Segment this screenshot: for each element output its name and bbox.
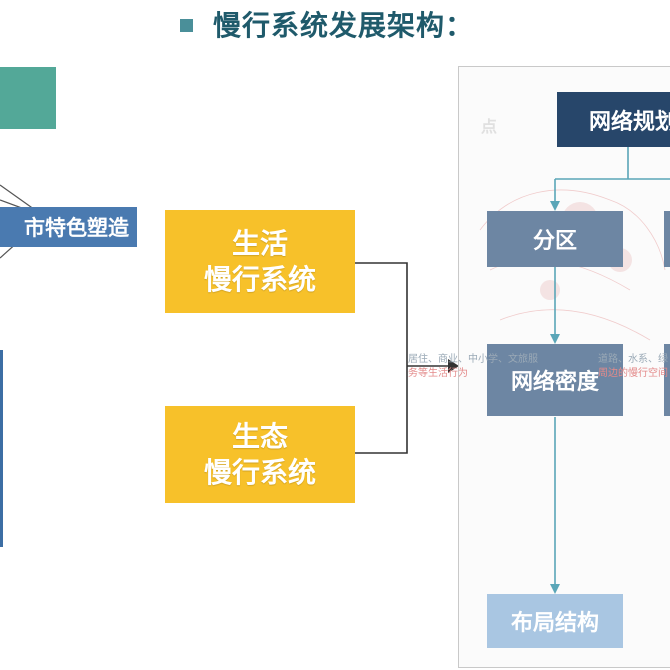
faint-note-right-2: 周边的慢行空间 [598, 368, 668, 379]
left-frame-edge [0, 350, 3, 547]
title-bar: 慢行系统发展架构： [180, 4, 474, 44]
network-density-label: 网络密度 [510, 370, 599, 395]
arrow-right-icon [448, 359, 459, 373]
life-slow-traffic-box: 生活 慢行系统 [165, 210, 355, 313]
teal-block [0, 67, 56, 129]
panel-connectors [550, 147, 670, 594]
life-line1: 生活 [231, 226, 288, 260]
eco-line2: 慢行系统 [203, 455, 316, 489]
faint-note-left-2: 务等生活行为 [408, 368, 468, 379]
title-bullet-icon [180, 18, 193, 32]
faint-note-left-1: 居住、商业、中小学、文旅服 [408, 354, 538, 365]
network-planning-box: 网络规划 [557, 92, 670, 147]
page-title: 慢行系统发展架构： [213, 9, 475, 42]
zoning-box-right [664, 211, 670, 267]
network-planning-label: 网络规划 [589, 109, 670, 135]
layout-structure-label: 布局结构 [510, 611, 599, 636]
life-line2: 慢行系统 [203, 262, 316, 296]
faint-note-right-1: 道路、水系、绿 [598, 354, 668, 365]
eco-line1: 生态 [231, 419, 288, 453]
city-feature-label: 市特色塑造 [24, 216, 129, 240]
layout-structure-box: 布局结构 [487, 594, 623, 648]
network-density-box: 网络密度 [487, 344, 623, 416]
zoning-box: 分区 [487, 211, 623, 267]
network-density-box-right [664, 344, 670, 416]
city-feature-box: 市特色塑造 [0, 207, 137, 247]
bracket-connector [355, 262, 459, 454]
dot-label: 点 [481, 117, 498, 136]
eco-slow-traffic-box: 生态 慢行系统 [165, 406, 355, 503]
zoning-label: 分区 [532, 229, 577, 254]
